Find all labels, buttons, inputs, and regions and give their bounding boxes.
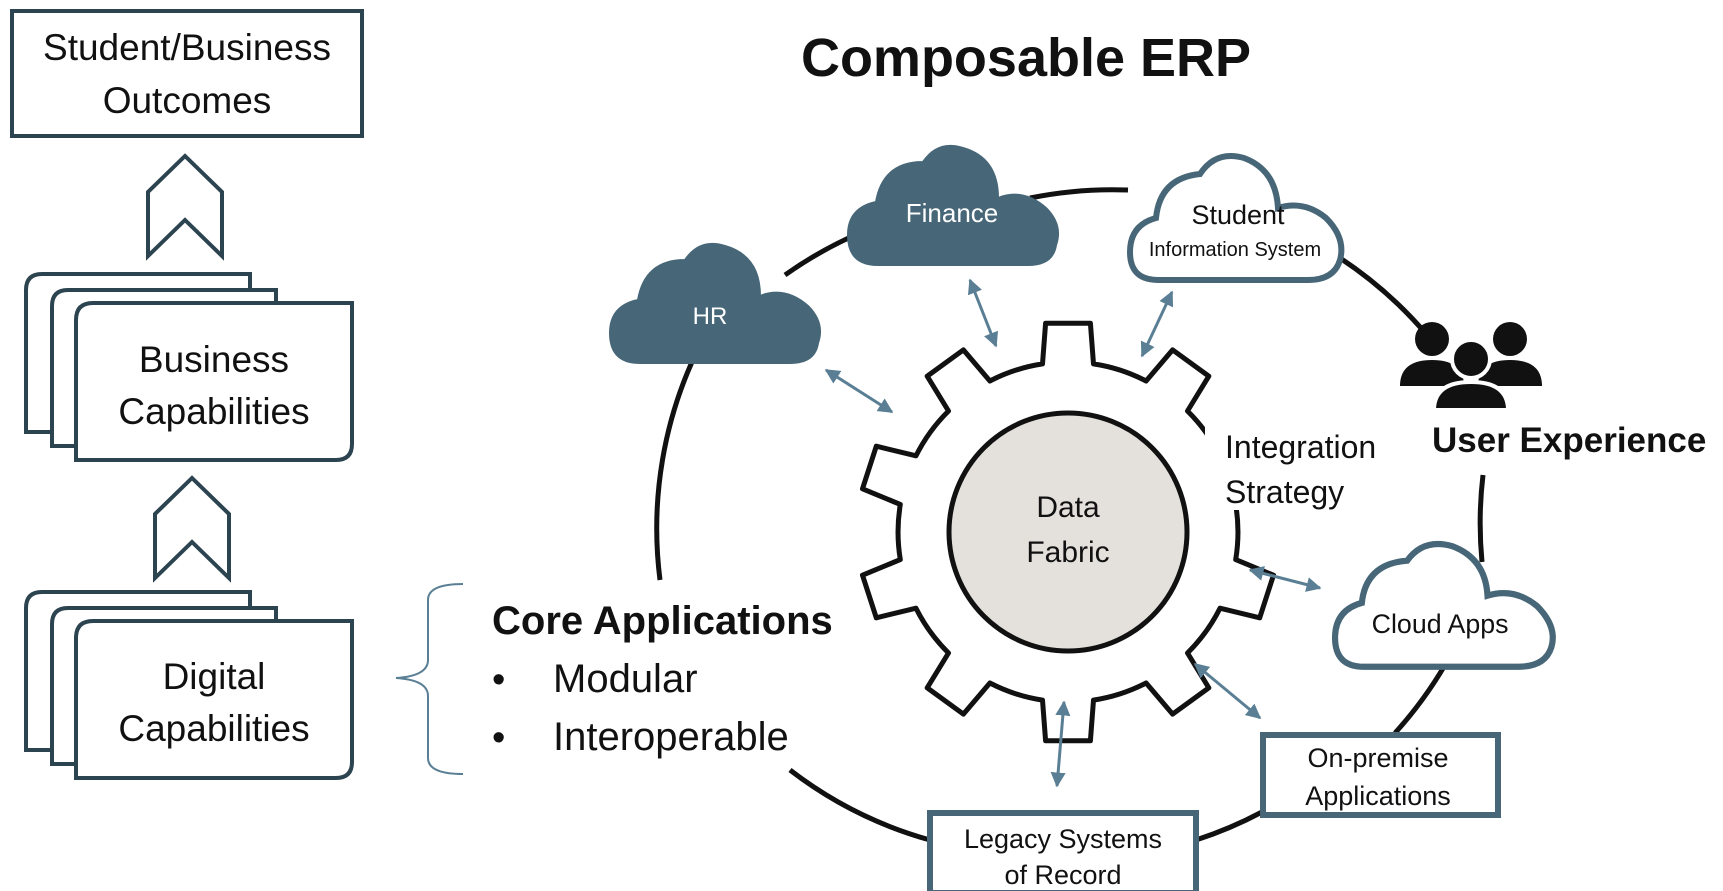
data-fabric-line-2: Fabric bbox=[1026, 536, 1109, 569]
student-cloud-line-2: Information System bbox=[1149, 239, 1321, 261]
hr-cloud: HR bbox=[608, 242, 821, 364]
finance-cloud-label: Finance bbox=[906, 198, 999, 228]
outcomes-box: Student/Business Outcomes bbox=[10, 9, 364, 138]
integration-strategy-line-1: Integration bbox=[1225, 429, 1376, 465]
student-cloud-line-1: Student bbox=[1191, 200, 1285, 230]
business-capabilities-line-2: Capabilities bbox=[118, 391, 309, 432]
on-premise-applications-box: On-premise Applications bbox=[1260, 732, 1501, 818]
bullet-2-marker: • bbox=[492, 717, 505, 759]
outcomes-line-2: Outcomes bbox=[103, 80, 272, 121]
cloud-shape bbox=[846, 144, 1059, 266]
legacy-line-2: of Record bbox=[1004, 860, 1121, 890]
cloud-shape bbox=[1126, 153, 1345, 283]
legacy-gear-connector bbox=[1050, 700, 1071, 788]
integration-strategy-line-2: Strategy bbox=[1225, 474, 1344, 510]
cloud-apps-label: Cloud Apps bbox=[1372, 609, 1509, 639]
business-capabilities-stack: Business Capabilities bbox=[24, 272, 354, 462]
hr-gear-connector bbox=[824, 368, 894, 414]
data-fabric-circle bbox=[946, 410, 1190, 654]
cloud-shape bbox=[608, 242, 821, 364]
finance-cloud: Finance bbox=[846, 144, 1059, 266]
business-capabilities-line-1: Business bbox=[139, 339, 289, 380]
data-fabric-line-1: Data bbox=[1036, 491, 1100, 524]
cloudapps-gear-connector bbox=[1248, 566, 1322, 592]
digital-capabilities-stack: Digital Capabilities bbox=[24, 590, 354, 780]
cloud-shape bbox=[1331, 540, 1556, 670]
core-app-bullet-interoperable: Interoperable bbox=[553, 715, 789, 759]
chevron-up-icon bbox=[146, 153, 224, 261]
on-premise-line-2: Applications bbox=[1305, 781, 1451, 811]
digital-capabilities-line-2: Capabilities bbox=[118, 708, 309, 749]
curly-brace bbox=[395, 583, 464, 775]
student-information-system-cloud: Student Information System bbox=[1126, 153, 1345, 283]
core-app-bullet-modular: Modular bbox=[553, 657, 698, 701]
outcomes-line-1: Student/Business bbox=[43, 27, 331, 68]
finance-gear-connector bbox=[967, 278, 999, 348]
hr-cloud-label: HR bbox=[693, 303, 728, 330]
cloud-apps-cloud: Cloud Apps bbox=[1331, 540, 1556, 670]
users-group-icon bbox=[1400, 322, 1542, 412]
integration-label-mask bbox=[1205, 420, 1355, 510]
diagram-title: Composable ERP bbox=[801, 28, 1251, 88]
on-premise-line-1: On-premise bbox=[1307, 743, 1448, 773]
chevron-up-icon bbox=[153, 475, 231, 583]
bullet-1-marker: • bbox=[492, 659, 505, 701]
connectors bbox=[824, 278, 1322, 788]
digital-capabilities-line-1: Digital bbox=[163, 656, 266, 697]
legacy-systems-box: Legacy Systems of Record bbox=[927, 810, 1199, 891]
student-gear-connector bbox=[1140, 290, 1174, 358]
core-applications-heading: Core Applications bbox=[492, 599, 833, 643]
onpremise-gear-connector bbox=[1193, 662, 1262, 720]
user-experience-label: User Experience bbox=[1432, 421, 1706, 460]
legacy-line-1: Legacy Systems bbox=[964, 824, 1162, 854]
